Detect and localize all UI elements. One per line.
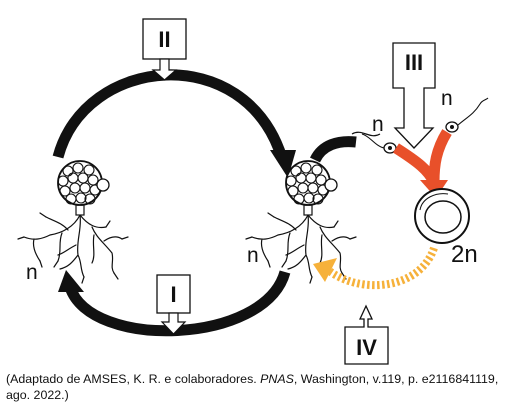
- source-caption: (Adaptado de AMSES, K. R. e colaboradore…: [6, 371, 501, 403]
- stage-II: II: [142, 18, 187, 81]
- organism-right: [245, 160, 357, 284]
- germination-arrow-head: [313, 258, 337, 282]
- cycle-arrow-bottom-head: [58, 270, 84, 292]
- stage-IV-label: IV: [356, 335, 377, 360]
- zygote: [414, 188, 470, 244]
- fusion-arrow: [393, 129, 452, 198]
- stage-I: I: [156, 274, 191, 335]
- ploidy-zoospore-left: n: [372, 113, 384, 136]
- cycle-arrow-top: [52, 69, 288, 160]
- caption-part2: , Washington, v.119, p. e2116841119, ago…: [6, 372, 499, 402]
- ploidy-zygote: 2n: [451, 241, 478, 268]
- caption-journal: PNAS: [260, 372, 294, 386]
- ploidy-left: n: [26, 261, 38, 284]
- stage-II-label: II: [158, 27, 170, 52]
- ploidy-zoospore-right: n: [441, 87, 453, 110]
- cycle-arrow-short: [310, 136, 357, 163]
- stage-I-label: I: [170, 282, 176, 307]
- germination-arrow: [325, 246, 438, 290]
- stage-IV: IV: [344, 304, 389, 365]
- zoospore-right: [445, 97, 489, 133]
- stage-III-label: III: [405, 50, 423, 75]
- stage-III: III: [392, 42, 436, 149]
- caption-part1: (Adaptado de AMSES, K. R. e colaboradore…: [6, 372, 261, 386]
- ploidy-right: n: [247, 244, 259, 267]
